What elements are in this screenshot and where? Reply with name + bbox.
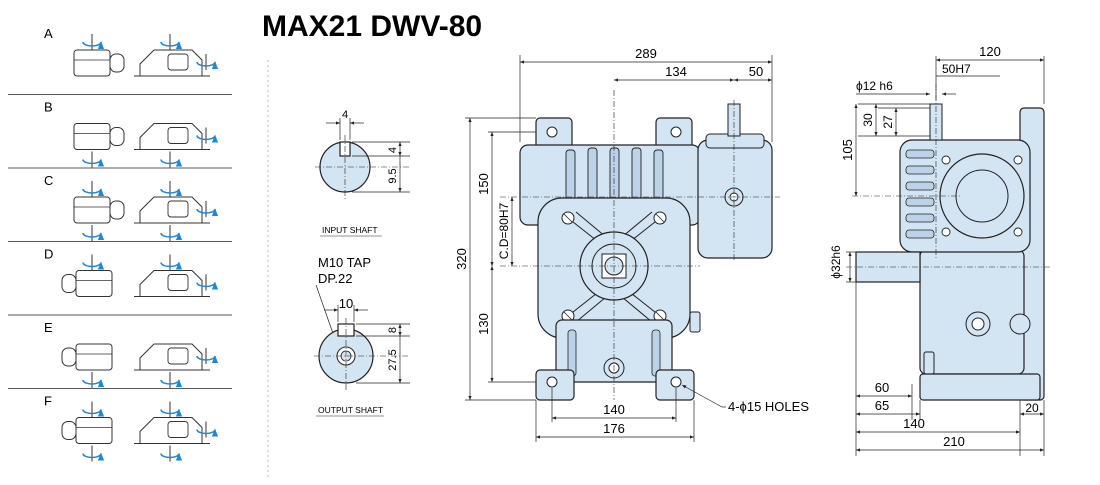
side-shaft-len-inner: 27 [881,115,895,129]
rotation-arrow-icon [160,181,183,197]
rotation-arrow-icon [160,34,183,50]
page-title: MAX21 DWV-80 [262,10,482,43]
side-input-dia: ϕ12 h6 [856,79,893,93]
arrangement-label: F [44,394,52,409]
motor-icon [61,343,113,371]
input-shaft-caption: INPUT SHAFT [322,225,378,235]
arrangement-table: A B C D E F [8,26,232,462]
arrangement-label: D [44,247,53,262]
motor-icon [61,270,113,297]
output-shaft-caption: OUTPUT SHAFT [318,405,383,415]
housing-icon [134,270,210,297]
output-key-depth-label: 8 [387,327,399,333]
housing-icon [134,343,210,371]
housing-icon [134,417,210,444]
rotation-arrow-icon [160,401,183,418]
side-dim-65: 65 [875,398,889,413]
rotation-arrow-icon [196,201,219,217]
input-shaft-height-label: 9.5 [387,168,399,183]
rotation-arrow-icon [160,445,183,462]
output-tap-label: M10 TAP [318,255,371,270]
arrangement-label: A [44,26,53,41]
arrangement-row-c: C [8,167,232,241]
arrangement-row-a: A [44,26,219,77]
side-dim-20: 20 [1025,401,1039,415]
side-shaft-len-outer: 30 [861,113,875,127]
housing-icon [134,196,210,224]
housing-icon [134,49,210,77]
rotation-arrow-icon [82,254,105,271]
rotation-arrow-icon [196,54,219,70]
side-overall-width: 120 [979,44,1001,59]
arrangement-label: C [44,173,53,188]
front-center-distance: C.D=80H7 [497,203,511,260]
rotation-arrow-icon [160,372,183,388]
arrangement-row-b: B [8,94,232,168]
rotation-arrow-icon [82,181,105,197]
front-overall-height: 320 [454,248,469,270]
arrangement-row-f: F [8,388,232,462]
housing-icon [134,123,210,150]
arrangement-label: B [44,100,53,115]
side-bore-label: 50H7 [942,62,971,76]
motor-icon [61,417,113,444]
motor-icon [73,196,125,224]
rotation-arrow-icon [82,372,105,388]
output-shaft-height-label: 27.5 [387,349,399,370]
front-view: 289 134 50 320 150 130 C.D=80H7 140 176 … [454,46,809,442]
front-lower-height: 130 [476,313,491,335]
rotation-arrow-icon [196,421,219,438]
rotation-arrow-icon [82,445,105,462]
side-view: 120 50H7 ϕ12 h6 30 27 105 ϕ32h6 60 65 1 [829,44,1050,456]
rotation-arrow-icon [82,34,105,50]
side-input-height: 105 [840,139,855,161]
front-base-width: 176 [603,421,625,436]
front-holes-note: 4-ϕ15 HOLES [728,399,809,414]
front-shaft-offset: 134 [665,64,687,79]
output-key-width-label: 10 [339,296,353,311]
input-shaft-section: 4 4 9.5 INPUT SHAFT [315,109,410,237]
side-dim-140: 140 [903,416,925,431]
rotation-arrow-icon [196,348,219,364]
input-key-depth-label: 4 [387,147,399,153]
rotation-arrow-icon [82,225,105,241]
output-depth-label: DP.22 [318,271,352,286]
rotation-arrow-icon [160,254,183,271]
front-overall-width: 289 [635,46,657,61]
front-hole-spacing: 140 [603,402,625,417]
front-upper-height: 150 [476,173,491,195]
arrangement-label: E [44,320,53,335]
rotation-arrow-icon [196,127,219,144]
arrangement-row-d: D [8,241,232,297]
output-shaft-section: M10 TAP DP.22 10 8 27.5 OUTPUT SHAFT [314,255,410,417]
rotation-arrow-icon [196,274,219,291]
motor-icon [73,123,125,150]
input-key-width-label: 4 [342,109,348,121]
side-overall-depth: 210 [943,434,965,449]
side-dim-60: 60 [875,380,889,395]
rotation-arrow-icon [82,151,105,168]
side-output-dia: ϕ32h6 [829,245,843,279]
rotation-arrow-icon [160,151,183,168]
motor-icon [73,49,125,77]
rotation-arrow-icon [82,401,105,418]
arrangement-row-e: E [8,314,232,388]
front-input-offset: 50 [749,64,763,79]
rotation-arrow-icon [160,225,183,241]
